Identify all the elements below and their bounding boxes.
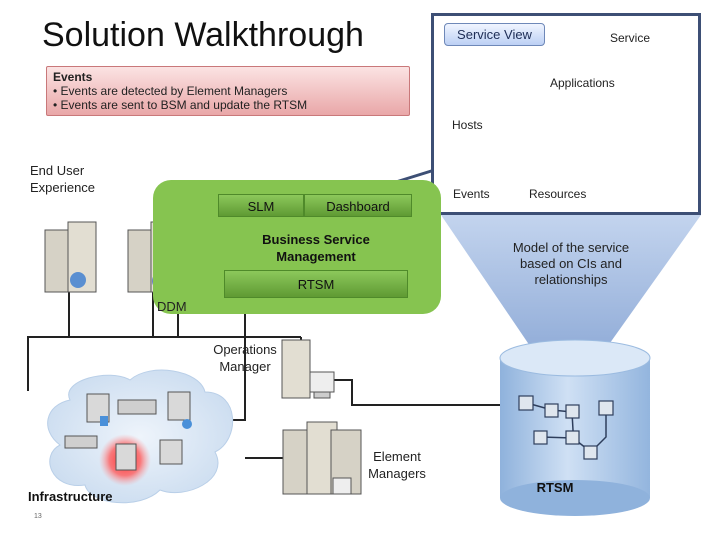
operations-manager-label: Operations Manager (213, 342, 277, 374)
applications-label: Applications (550, 76, 615, 90)
events-bullet-2: • Events are sent to BSM and update the … (53, 98, 308, 112)
rtsm-db-label: RTSM (536, 480, 574, 495)
end-user-server-1 (44, 221, 97, 293)
infrastructure-cloud (47, 369, 234, 504)
hosts-label: Hosts (452, 118, 483, 132)
element-managers-servers (282, 421, 362, 495)
bsm-label: Business Service Management (262, 232, 370, 264)
element-managers-label: Element Managers (368, 449, 426, 481)
end-user-experience-label: End User Experience (30, 163, 96, 195)
resources-label: Resources (529, 187, 587, 201)
page-number: 13 (34, 513, 42, 520)
events-label: Events (453, 187, 490, 201)
service-label: Service (610, 31, 651, 45)
events-heading: Events (53, 70, 93, 84)
ddm-label: DDM (157, 299, 187, 314)
infrastructure-label: Infrastructure (28, 489, 113, 504)
slm-button[interactable]: SLM (218, 194, 304, 217)
service-view-panel (431, 13, 701, 215)
operations-manager-server (281, 339, 335, 399)
slide-title: Solution Walkthrough (42, 16, 364, 54)
model-label: Model of the service based on CIs and re… (512, 240, 630, 287)
funnel-shape (441, 215, 701, 402)
rtsm-cylinder (499, 339, 651, 516)
events-bullet-1: • Events are detected by Element Manager… (53, 84, 288, 98)
events-callout: Events • Events are detected by Element … (46, 66, 410, 116)
dashboard-button[interactable]: Dashboard (304, 194, 412, 217)
service-view-button[interactable]: Service View (444, 23, 545, 46)
rtsm-button[interactable]: RTSM (224, 270, 408, 298)
